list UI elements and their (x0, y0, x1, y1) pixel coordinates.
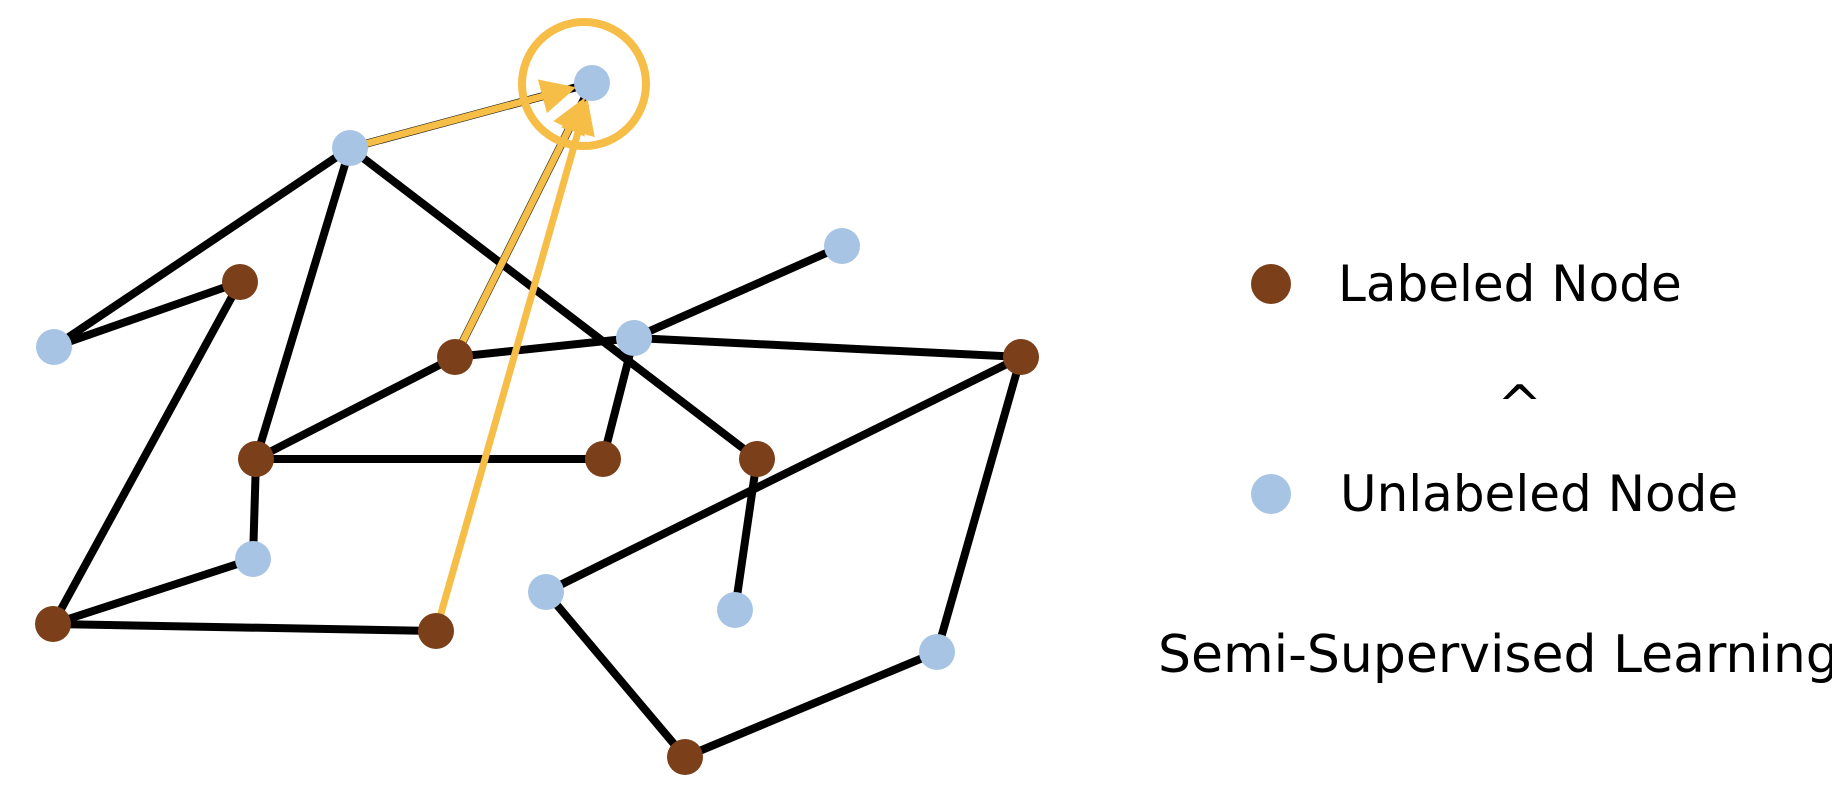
graph-edge (599, 337, 638, 460)
graph-diagram (35, 18, 1039, 775)
diagram-caption: Semi-Supervised Learning (1158, 625, 1832, 685)
graph-edge (454, 334, 635, 361)
unlabeled-node (332, 130, 368, 166)
graph-edge (347, 144, 760, 463)
unlabeled-node (919, 634, 955, 670)
nodes-layer (35, 65, 1039, 775)
labeled-node (35, 606, 71, 642)
edges-layer (49, 79, 1025, 761)
graph-edge (683, 648, 939, 761)
labeled-node (222, 264, 258, 300)
labeled-node (238, 441, 274, 477)
unlabeled-node-swatch (1251, 474, 1291, 514)
unlabeled-node (528, 574, 564, 610)
graph-edge (51, 555, 255, 628)
labeled-node-label: Labeled Node (1338, 255, 1682, 313)
legend-separator: ^ (1497, 374, 1543, 437)
labeled-node (739, 441, 775, 477)
graph-edge (731, 458, 761, 611)
unlabeled-node (235, 541, 271, 577)
unlabeled-node (824, 228, 860, 264)
graph-edge (51, 144, 353, 351)
labeled-node-swatch (1251, 264, 1291, 304)
highlight-ring (518, 18, 650, 150)
graph-edge (52, 620, 437, 635)
unlabeled-node (717, 592, 753, 628)
graph-edge (544, 353, 1023, 596)
unlabeled-node (36, 329, 72, 365)
labeled-node (437, 339, 473, 375)
graph-edge (252, 146, 354, 461)
propagation-arrow (349, 79, 577, 152)
graph-edge (633, 334, 1022, 361)
unlabeled-node (574, 65, 610, 101)
unlabeled-node (616, 320, 652, 356)
graph-edge (254, 353, 457, 463)
graph-edge (52, 278, 242, 351)
graph-edge (49, 280, 244, 626)
labeled-node (1003, 339, 1039, 375)
labeled-node (667, 739, 703, 775)
labeled-node (585, 441, 621, 477)
graph-edge (632, 242, 844, 342)
graph-edge (933, 355, 1025, 654)
labeled-node (418, 613, 454, 649)
graph-edge (542, 589, 689, 760)
unlabeled-node-label: Unlabeled Node (1340, 465, 1739, 523)
propagation-arrow (432, 98, 595, 632)
